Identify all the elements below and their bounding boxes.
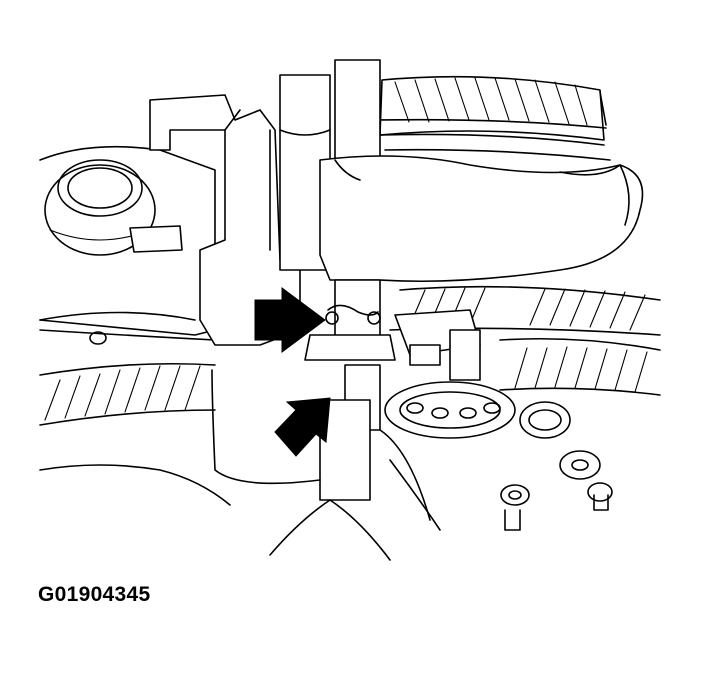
upper-ring-gear <box>379 75 611 161</box>
small-fittings <box>500 450 613 531</box>
lower-callout-arrow <box>274 397 331 457</box>
figure-id-label: G01904345 <box>38 583 151 606</box>
shift-fork <box>149 94 301 346</box>
lower-cover <box>269 459 441 561</box>
synchronizer-gears <box>389 285 661 396</box>
selector-arm <box>319 155 644 283</box>
shift-rail-upper <box>279 59 381 271</box>
upper-callout-arrow <box>254 287 326 353</box>
lower-left-gear <box>39 362 231 506</box>
left-housing <box>39 145 216 345</box>
transmission-line-drawing <box>39 59 661 561</box>
bearing-assembly <box>384 381 571 439</box>
shift-rail-lower <box>211 279 431 521</box>
